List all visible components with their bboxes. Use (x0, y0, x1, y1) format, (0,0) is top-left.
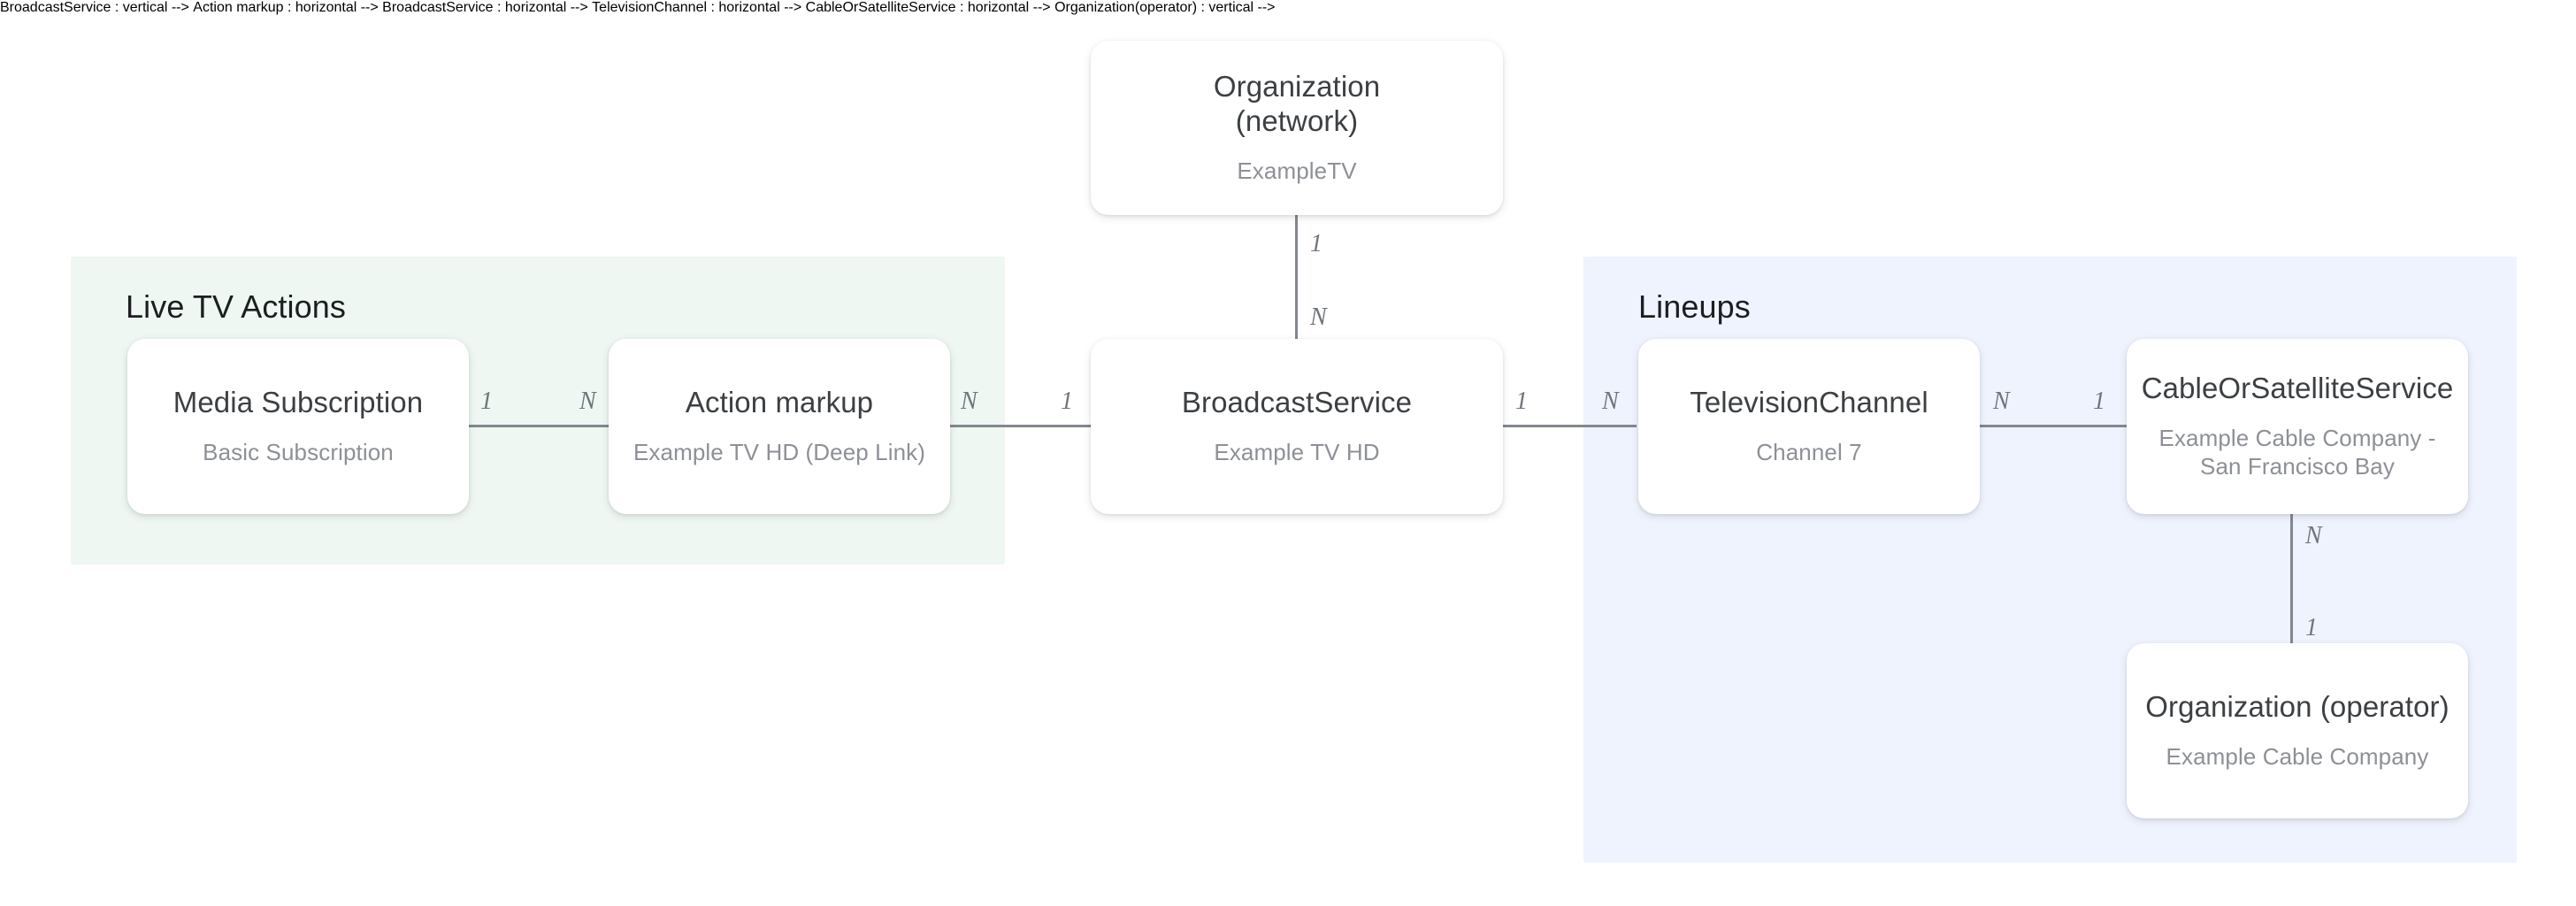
edge-action-markup-to-broadcast-cardinality-from: N (961, 388, 978, 415)
node-title-broadcast-service: BroadcastService (1181, 386, 1413, 418)
edge-broadcast-to-television-channel-cardinality-from: 1 (1515, 388, 1528, 415)
edge-television-channel-to-cable-line (1978, 425, 2128, 427)
edge-media-subscription-to-action-markup-cardinality-from: 1 (480, 388, 493, 415)
node-card-media-subscription[interactable]: Media Subscription Basic Subscription (127, 339, 469, 514)
node-title-organization-operator: Organization (operator) (2145, 690, 2450, 723)
edge-action-markup-to-broadcast-cardinality-to: 1 (1061, 388, 1073, 415)
node-title-television-channel: TelevisionChannel (1690, 386, 1928, 418)
edge-cable-to-org-operator-cardinality-to: 1 (2305, 614, 2318, 641)
edge-television-channel-to-cable-cardinality-from: N (1993, 388, 2010, 415)
edge-cable-to-org-operator-cardinality-from: N (2305, 522, 2322, 549)
node-subtitle-cable-or-satellite-service: Example Cable Company - San Francisco Ba… (2158, 425, 2436, 480)
edge-broadcast-to-television-channel-cardinality-to: N (1602, 388, 1619, 415)
node-card-cable-or-satellite-service[interactable]: CableOrSatelliteService Example Cable Co… (2127, 339, 2468, 514)
edge-org-network-to-broadcast-line (1295, 215, 1298, 342)
node-title-media-subscription: Media Subscription (172, 386, 424, 418)
node-title-action-markup: Action markup (685, 386, 874, 418)
node-subtitle-media-subscription: Basic Subscription (203, 439, 394, 466)
edge-media-subscription-to-action-markup-line (464, 425, 616, 427)
node-card-broadcast-service[interactable]: BroadcastService Example TV HD (1091, 339, 1503, 514)
edge-media-subscription-to-action-markup-cardinality-to: N (579, 388, 596, 415)
edge-action-markup-to-broadcast-line (945, 425, 1097, 427)
edge-television-channel-to-cable-cardinality-to: 1 (2093, 388, 2105, 415)
node-subtitle-organization-network: ExampleTV (1237, 157, 1357, 184)
node-card-television-channel[interactable]: TelevisionChannel Channel 7 (1638, 339, 1980, 514)
node-card-organization-operator[interactable]: Organization (operator) Example Cable Co… (2127, 643, 2468, 818)
group-title-lineups: Lineups (1638, 288, 1751, 325)
node-subtitle-television-channel: Channel 7 (1756, 439, 1862, 466)
node-subtitle-broadcast-service: Example TV HD (1214, 439, 1380, 466)
edge-org-network-to-broadcast-cardinality-from: 1 (1310, 230, 1322, 257)
node-title-organization-network: Organization (network) (1213, 70, 1381, 137)
group-title-live-tv-actions: Live TV Actions (126, 288, 346, 325)
node-title-cable-or-satellite-service: CableOrSatelliteService (2141, 372, 2454, 405)
node-card-action-markup[interactable]: Action markup Example TV HD (Deep Link) (609, 339, 950, 514)
edge-org-network-to-broadcast-cardinality-to: N (1310, 303, 1327, 331)
edge-cable-to-org-operator-line (2290, 513, 2293, 644)
node-subtitle-action-markup: Example TV HD (Deep Link) (632, 439, 926, 466)
node-subtitle-organization-operator: Example Cable Company (2166, 743, 2429, 771)
node-card-organization-network[interactable]: Organization (network) ExampleTV (1091, 41, 1503, 215)
edge-broadcast-to-television-channel-line (1499, 425, 1637, 427)
